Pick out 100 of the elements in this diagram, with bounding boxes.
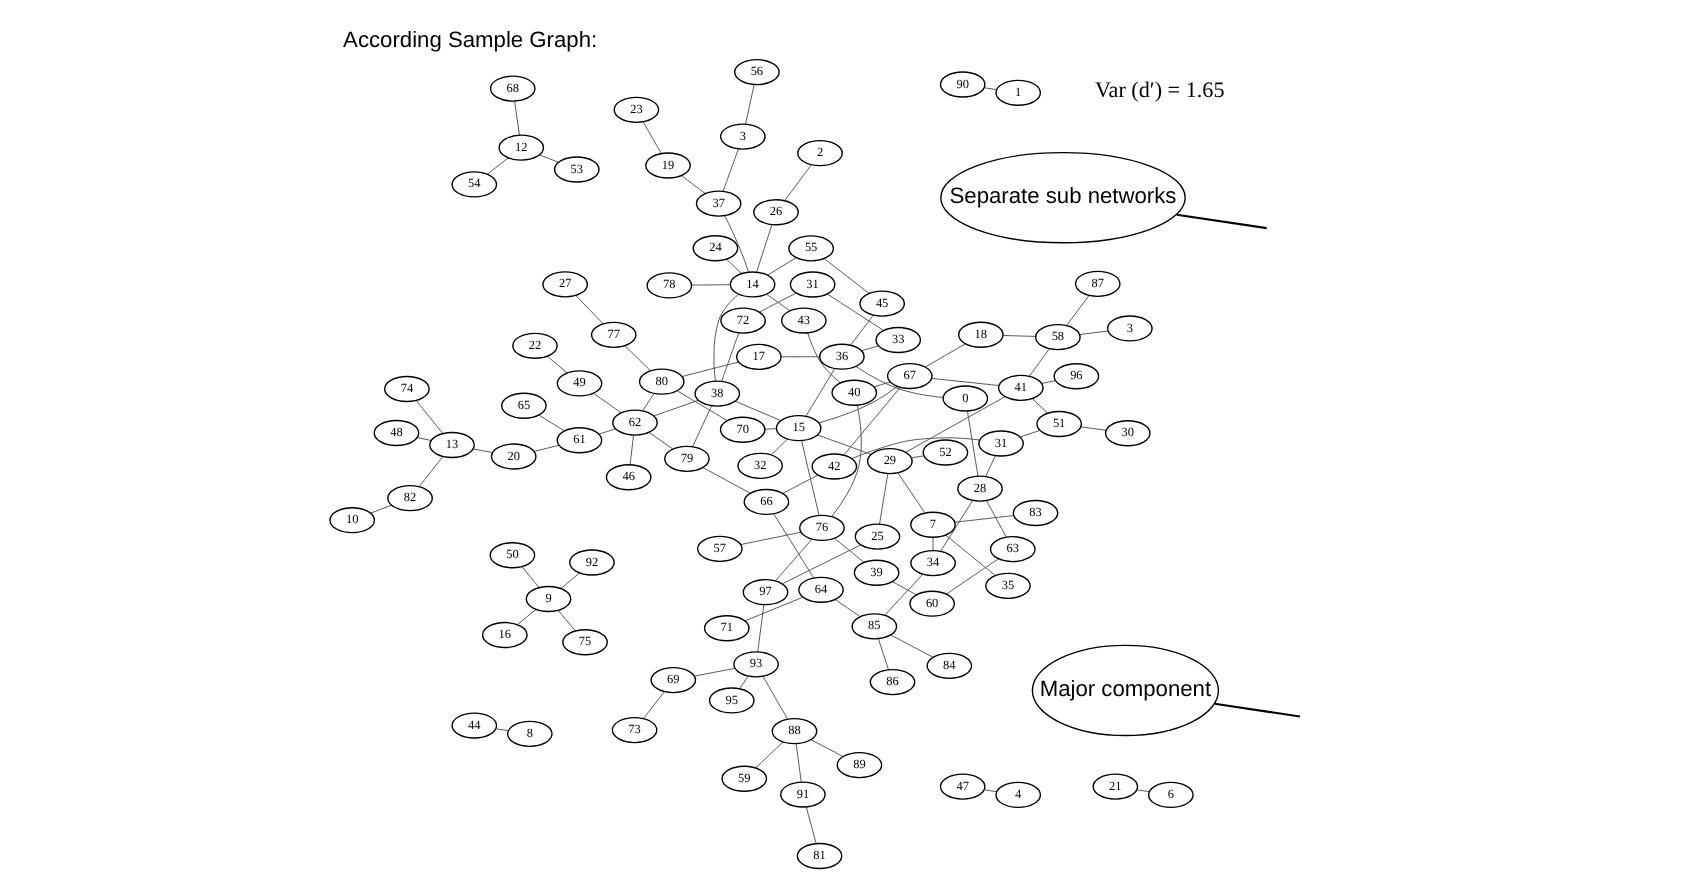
- connector: [597, 427, 616, 434]
- connector: [842, 386, 900, 455]
- connector: [725, 257, 741, 273]
- connector: [930, 376, 999, 385]
- connector: [878, 472, 888, 524]
- connector: [833, 536, 864, 562]
- connector: [417, 455, 443, 486]
- connector: [754, 740, 783, 768]
- connector: [494, 727, 508, 731]
- connector: [675, 389, 727, 420]
- connector: [953, 514, 1013, 522]
- connector: [1018, 429, 1039, 437]
- connector: [679, 174, 705, 194]
- connector: [415, 436, 431, 440]
- connector: [513, 99, 519, 135]
- connector: [896, 471, 925, 512]
- connector: [757, 291, 796, 312]
- connector: [966, 410, 978, 476]
- connector: [1079, 425, 1106, 430]
- connector: [983, 788, 996, 792]
- connector: [538, 153, 558, 162]
- connector: [690, 283, 730, 285]
- connector: [872, 380, 890, 387]
- connector: [471, 447, 492, 452]
- connector: [944, 533, 995, 575]
- connector: [766, 256, 796, 275]
- connector: [781, 543, 861, 584]
- connector: [1175, 212, 1266, 229]
- connector: [985, 499, 1006, 537]
- connector: [833, 598, 860, 616]
- connector: [520, 565, 539, 587]
- connector: [817, 385, 897, 423]
- connector: [647, 431, 673, 449]
- connector: [546, 355, 567, 373]
- connector: [854, 365, 943, 397]
- connector: [738, 674, 748, 688]
- connector: [931, 535, 933, 550]
- connector: [723, 214, 748, 272]
- connector: [876, 637, 888, 670]
- connector: [693, 666, 735, 676]
- label: Var (d′) = 1.65: [1093, 77, 1224, 102]
- connector: [891, 580, 916, 595]
- connector: [816, 433, 871, 454]
- connector: [624, 344, 651, 371]
- connector: [641, 120, 661, 153]
- connector: [849, 313, 873, 345]
- connector: [642, 690, 664, 718]
- connector: [904, 395, 1005, 452]
- connector: [733, 399, 781, 420]
- connector: [774, 537, 812, 580]
- connector: [1031, 397, 1047, 413]
- diagram-title: According Sample Graph:: [342, 27, 597, 52]
- connector: [761, 675, 787, 719]
- connector: [830, 403, 861, 517]
- connector: [800, 439, 819, 515]
- connector: [537, 413, 564, 431]
- connector: [691, 404, 711, 447]
- connector: [701, 466, 750, 493]
- connector: [1078, 329, 1108, 334]
- connector: [592, 391, 621, 413]
- connector: [983, 86, 996, 90]
- connector: [486, 156, 508, 174]
- connector: [743, 595, 803, 621]
- connector: [850, 436, 979, 459]
- connector: [765, 292, 790, 311]
- connector: [781, 473, 818, 493]
- connector: [825, 292, 883, 330]
- connector: [369, 503, 391, 513]
- connector: [559, 571, 579, 588]
- connector: [809, 738, 843, 756]
- connector: [945, 557, 998, 594]
- connector: [1027, 347, 1049, 376]
- connector: [739, 530, 801, 544]
- connector: [939, 499, 972, 551]
- connector: [1213, 701, 1300, 717]
- connector: [779, 355, 820, 357]
- connector: [924, 342, 965, 367]
- connector: [804, 367, 834, 416]
- connector: [532, 443, 559, 451]
- connector: [721, 147, 738, 191]
- connector: [984, 454, 995, 476]
- connector: [763, 427, 776, 429]
- connector: [860, 344, 878, 351]
- connector: [889, 633, 933, 657]
- connector: [414, 399, 442, 433]
- connector: [806, 331, 840, 383]
- connector: [804, 805, 816, 844]
- connector: [652, 398, 698, 416]
- connector: [680, 360, 738, 376]
- connector: [883, 573, 922, 615]
- connector: [1065, 294, 1089, 325]
- connector: [910, 454, 924, 458]
- connector: [770, 437, 787, 455]
- connector: [744, 83, 754, 124]
- node-ellipse: Major component: [1030, 643, 1219, 736]
- connector: [794, 742, 801, 782]
- connector: [641, 392, 654, 411]
- connector: [712, 292, 738, 381]
- connector: [516, 608, 536, 624]
- connector: [823, 257, 869, 293]
